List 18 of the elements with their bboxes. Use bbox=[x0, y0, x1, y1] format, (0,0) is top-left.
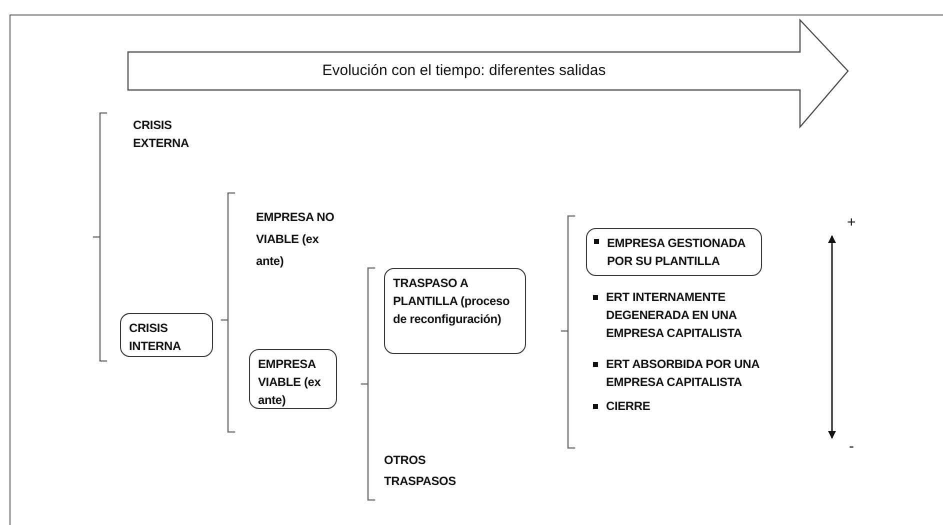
label-text: OTROS TRASPASOS bbox=[384, 452, 457, 490]
node-text: EMPRESA GESTIONADA POR SU PLANTILLA bbox=[607, 235, 746, 270]
rounded-box bbox=[120, 313, 213, 357]
timeline-arrow bbox=[127, 18, 849, 129]
label-text: ERT INTERNAMENTE DEGENERADA EN UNA EMPRESA CAPITALISTA bbox=[606, 289, 743, 342]
label-text: CRISIS EXTERNA bbox=[133, 117, 190, 152]
rounded-box bbox=[586, 228, 762, 276]
rounded-box bbox=[249, 349, 337, 409]
label-text: ERT ABSORBIDA POR UNA EMPRESA CAPITALISTA bbox=[606, 356, 760, 391]
node-text: CRISIS INTERNA bbox=[129, 320, 182, 355]
scale-sign: - bbox=[849, 438, 855, 456]
label-text: CIERRE bbox=[606, 398, 652, 415]
rounded-box bbox=[384, 268, 526, 354]
scale-sign: + bbox=[847, 214, 857, 232]
node-text: TRASPASO A PLANTILLA (proceso de reconfiguración) bbox=[393, 275, 511, 328]
arrow-label: Evolución con el tiempo: diferentes salidas bbox=[321, 61, 607, 81]
node-text: EMPRESA VIABLE (ex ante) bbox=[258, 356, 322, 409]
label-text: EMPRESA NO VIABLE (ex ante) bbox=[256, 209, 336, 270]
